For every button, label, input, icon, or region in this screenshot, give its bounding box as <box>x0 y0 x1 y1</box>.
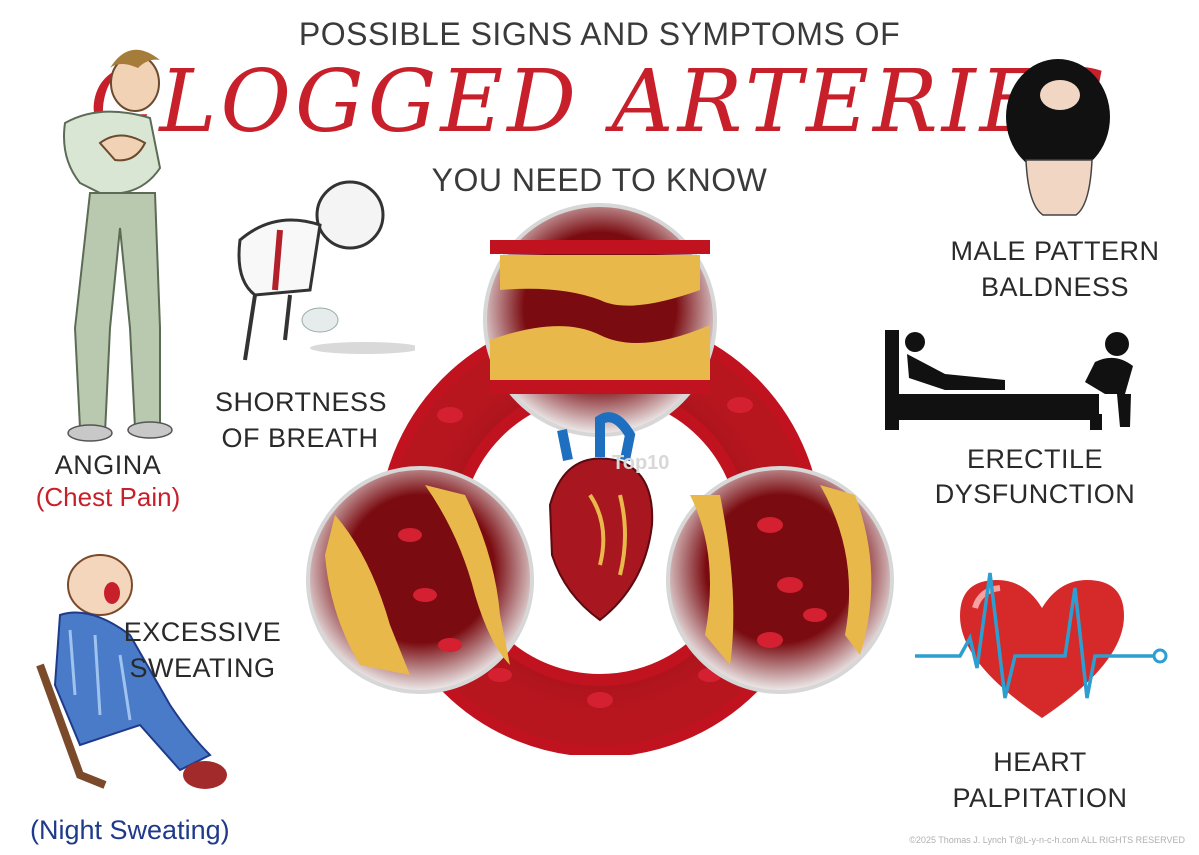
sweating-label-2: SWEATING <box>129 653 276 683</box>
title-line-1: POSSIBLE SIGNS AND SYMPTOMS OF <box>298 16 901 52</box>
night-sweating-man-illustration <box>36 554 227 789</box>
ed-label-2: DYSFUNCTION <box>934 479 1136 509</box>
heart-ecg-icon <box>915 572 1168 718</box>
breath-label-2: OF BREATH <box>221 423 379 453</box>
breath-label-1: SHORTNESS <box>215 387 388 417</box>
baldness-label-2: BALDNESS <box>980 272 1130 302</box>
palpitation-label-2: PALPITATION <box>952 783 1128 813</box>
angina-label: ANGINA <box>54 450 162 480</box>
sweating-note: (Night Sweating) <box>30 815 230 845</box>
artery-bubble-right <box>666 466 894 694</box>
chest-pain-man-illustration <box>63 49 173 442</box>
angina-note: (Chest Pain) <box>35 482 181 512</box>
bed-couple-icon <box>885 330 1133 430</box>
artery-ring-illustration <box>306 203 894 755</box>
artery-bubble-left <box>306 466 534 694</box>
title-line-3: YOU NEED TO KNOW <box>431 162 768 198</box>
sweating-label-1: EXCESSIVE <box>123 617 282 647</box>
baldness-label-1: MALE PATTERN <box>950 236 1160 266</box>
title-main: CLOGGED ARTERIES <box>89 52 1110 152</box>
anatomical-heart-illustration <box>548 412 654 622</box>
watermark: Top10 <box>612 452 670 474</box>
bald-head-illustration <box>1006 59 1110 216</box>
palpitation-label-1: HEART <box>993 747 1087 777</box>
artery-bubble-top <box>483 203 717 437</box>
breathless-figure-illustration <box>237 180 415 361</box>
ed-label-1: ERECTILE <box>966 444 1104 474</box>
copyright-notice: ©2025 Thomas J. Lynch T@L-y-n-c-h.com AL… <box>909 835 1185 845</box>
